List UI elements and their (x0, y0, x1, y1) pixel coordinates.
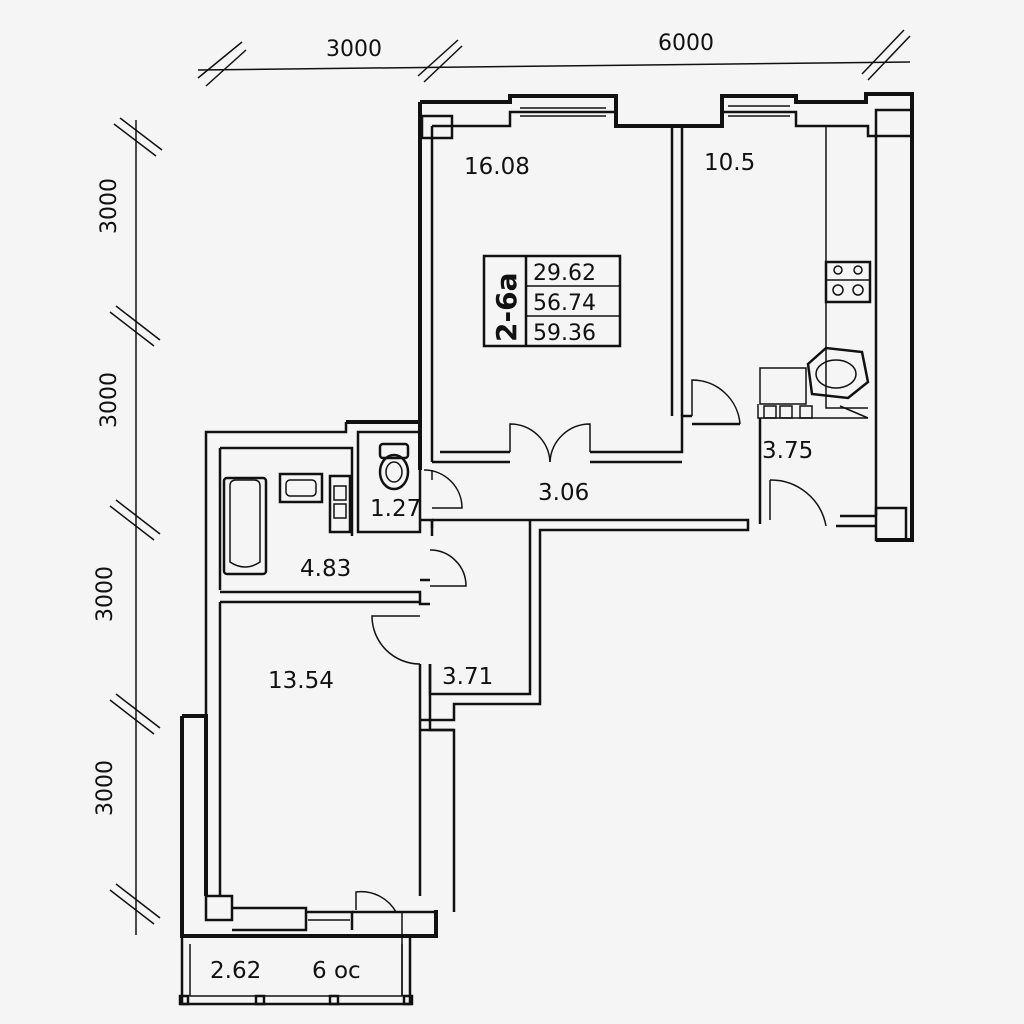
kitchen-sink-icon (806, 346, 870, 400)
unit-value-total: 56.74 (533, 291, 596, 316)
room-area-hall-left: 3.71 (442, 664, 493, 690)
room-area-bedroom: 13.54 (268, 668, 334, 694)
dim-left-1: 3000 (97, 178, 122, 234)
stove-icon (824, 260, 872, 304)
fixtures (222, 260, 872, 576)
bathtub-icon (222, 476, 268, 576)
dimension-lines (109, 29, 911, 935)
room-area-hall-right: 3.75 (762, 438, 813, 464)
room-area-living: 16.08 (464, 154, 530, 180)
unit-code: 2-6а (490, 273, 523, 342)
dim-left-2: 3000 (97, 372, 122, 428)
room-area-balcony: 2.62 (210, 958, 261, 984)
toilet-icon (378, 442, 410, 491)
unit-value-living: 29.62 (533, 261, 596, 286)
unit-tag (482, 254, 622, 348)
dim-left-4: 3000 (93, 760, 118, 816)
dim-top-right: 6000 (658, 31, 714, 56)
balcony-note: 6 ос (312, 958, 361, 984)
room-area-wc: 1.27 (370, 496, 421, 522)
dim-top-left: 3000 (326, 37, 382, 62)
sink-icon (278, 472, 324, 504)
room-area-corridor: 3.06 (538, 480, 589, 506)
room-area-kitchen: 10.5 (704, 150, 755, 176)
unit-value-with-balcony: 59.36 (533, 321, 596, 346)
dim-left-3: 3000 (93, 566, 118, 622)
walls (178, 92, 914, 1006)
doors (355, 379, 827, 913)
room-area-bath: 4.83 (300, 556, 351, 582)
